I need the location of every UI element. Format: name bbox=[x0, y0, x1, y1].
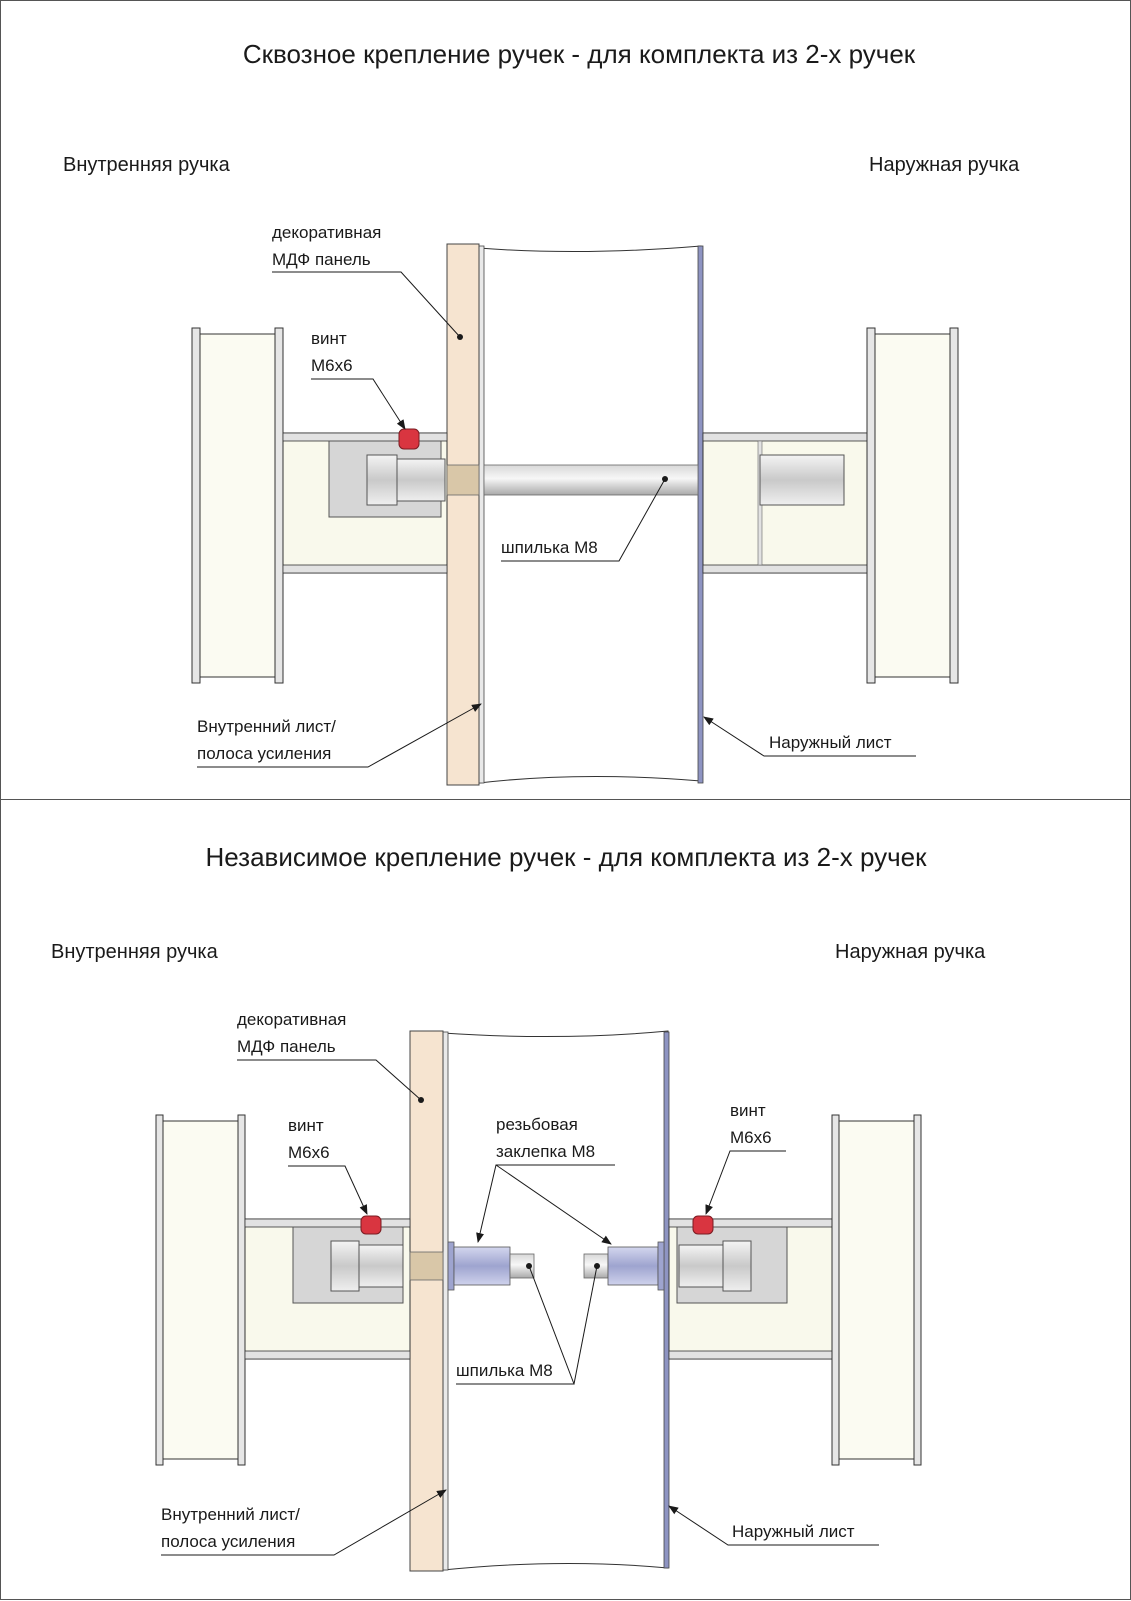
inner-sheet-label-line1: Внутренний лист/ bbox=[161, 1505, 300, 1524]
mdf-label-line2: МДФ панель bbox=[272, 250, 371, 269]
through-mounting-drawing: Сквозное крепление ручек - для комплекта… bbox=[63, 39, 1020, 786]
inner-handle-label: Внутренняя ручка bbox=[63, 154, 231, 176]
diagram-title: Независимое крепление ручек - для компле… bbox=[205, 842, 927, 872]
screw2-label-line2: М6х6 bbox=[730, 1128, 772, 1147]
screw-label-line2: М6х6 bbox=[311, 356, 353, 375]
rivet-nut-left bbox=[453, 1246, 511, 1286]
outer-handle-label: Наружная ручка bbox=[869, 154, 1020, 176]
outer-handle bbox=[702, 327, 959, 684]
screw2-label-line1: винт bbox=[730, 1101, 766, 1120]
rivet-label-line2: заклепка М8 bbox=[496, 1142, 595, 1161]
screw-head bbox=[360, 1215, 382, 1235]
inner-sheet-label-line2: полоса усиления bbox=[161, 1532, 295, 1551]
door-body bbox=[442, 1030, 669, 1571]
inner-handle-label: Внутренняя ручка bbox=[51, 941, 219, 963]
inner-handle bbox=[155, 1114, 411, 1466]
screw-label-line2: М6х6 bbox=[288, 1143, 330, 1162]
inner-sheet-label-line2: полоса усиления bbox=[197, 744, 331, 763]
mdf-panel bbox=[446, 243, 480, 786]
screw-head bbox=[692, 1215, 714, 1235]
mdf-label-line2: МДФ панель bbox=[237, 1037, 336, 1056]
diagram-through-mounting: Сквозное крепление ручек - для комплекта… bbox=[0, 0, 1131, 800]
stud-label: шпилька М8 bbox=[501, 538, 598, 557]
screw-label-line1: винт bbox=[311, 329, 347, 348]
mdf-label-line1: декоративная bbox=[272, 223, 381, 242]
outer-handle bbox=[668, 1114, 922, 1466]
diagram-title: Сквозное крепление ручек - для комплекта… bbox=[243, 39, 916, 69]
mdf-label-line1: декоративная bbox=[237, 1010, 346, 1029]
independent-mounting-drawing: Независимое крепление ручек - для компле… bbox=[51, 842, 986, 1572]
inner-handle bbox=[191, 327, 448, 684]
outer-sheet-label: Наружный лист bbox=[769, 733, 892, 752]
inner-sheet-label-line1: Внутренний лист/ bbox=[197, 717, 336, 736]
screw-head bbox=[398, 428, 420, 450]
inner-sheet bbox=[442, 1031, 449, 1571]
outer-handle-label: Наружная ручка bbox=[835, 941, 986, 963]
outer-sheet bbox=[697, 245, 704, 784]
diagram-independent-mounting: Независимое крепление ручек - для компле… bbox=[0, 799, 1131, 1600]
mdf-panel bbox=[409, 1030, 444, 1572]
rivet-nut-right bbox=[607, 1246, 659, 1286]
outer-sheet bbox=[663, 1031, 670, 1569]
door-body bbox=[478, 245, 702, 784]
rivet-label-line1: резьбовая bbox=[496, 1115, 578, 1134]
screw-label-line1: винт bbox=[288, 1116, 324, 1135]
outer-sheet-label: Наружный лист bbox=[732, 1522, 855, 1541]
stud-label: шпилька М8 bbox=[456, 1361, 553, 1380]
inner-sheet bbox=[478, 245, 485, 784]
